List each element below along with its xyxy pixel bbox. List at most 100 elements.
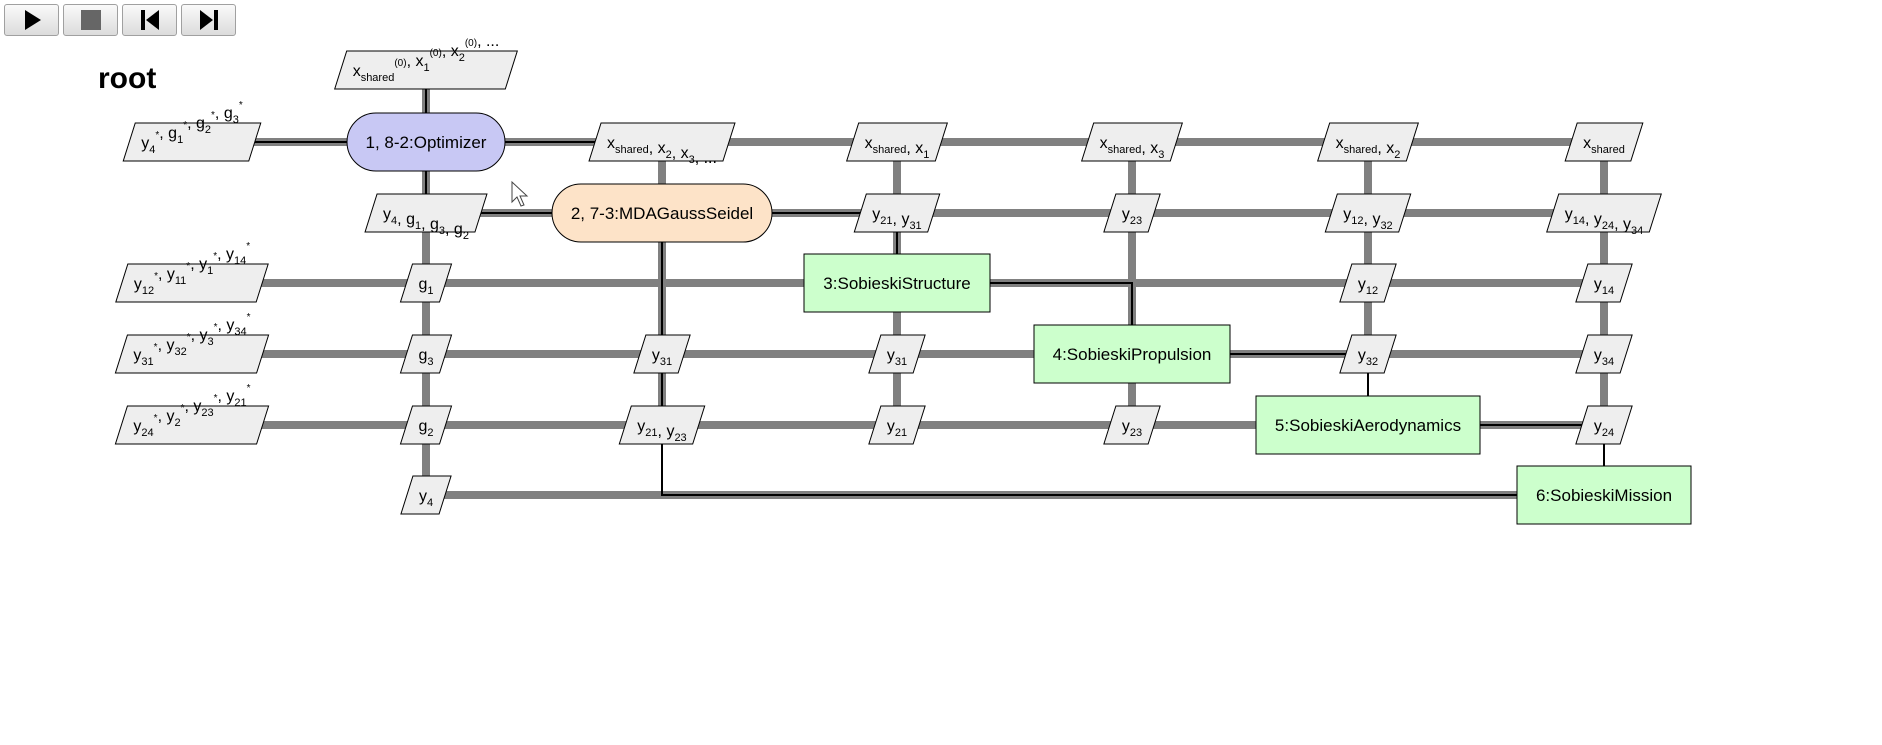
data-block-label: xshared, x2, x3, ... — [607, 135, 717, 167]
label-subscript: 12 — [1351, 215, 1363, 227]
component-propulsion[interactable]: 4:SobieskiPropulsion — [1033, 324, 1231, 384]
data-block-aer-str: y21 — [868, 405, 926, 445]
data-block-shape — [399, 334, 453, 374]
label-part: , x — [906, 140, 923, 157]
data-block-label: g3 — [418, 347, 433, 368]
label-subscript: shared — [615, 144, 649, 156]
data-block-label: y23 — [1122, 206, 1142, 227]
play-icon — [24, 10, 41, 30]
label-superscript: * — [154, 342, 158, 353]
component-mission-label: 6:SobieskiMission — [1536, 486, 1672, 505]
label-part: y — [141, 135, 149, 152]
step-forward-button[interactable] — [181, 4, 236, 36]
data-block-label: y4 — [419, 488, 433, 509]
data-block-label: y32 — [1358, 347, 1378, 368]
data-block-shape — [400, 475, 452, 515]
data-block-pro-opt: g3 — [399, 334, 453, 374]
label-subscript: 2 — [463, 230, 469, 242]
component-mission[interactable]: 6:SobieskiMission — [1516, 465, 1692, 525]
label-part: , x — [407, 53, 424, 70]
label-subscript: 34 — [234, 326, 246, 338]
label-part: y — [1343, 206, 1351, 223]
data-block-str-opt: g1 — [399, 263, 453, 303]
data-block-shape — [868, 334, 926, 374]
data-block-aer-mda: y21, y23 — [618, 405, 706, 445]
label-subscript: shared — [1591, 144, 1625, 156]
label-subscript: 3 — [689, 154, 695, 166]
component-mda-label: 2, 7-3:MDAGaussSeidel — [571, 204, 753, 223]
component-structure[interactable]: 3:SobieskiStructure — [803, 253, 991, 313]
label-superscript: * — [186, 261, 190, 272]
label-subscript: 34 — [1602, 356, 1614, 368]
data-block-shape — [1339, 334, 1397, 374]
label-subscript: 4 — [391, 215, 397, 227]
label-subscript: shared — [1344, 144, 1378, 156]
data-block-shape — [618, 405, 706, 445]
label-part: , x — [442, 43, 459, 60]
data-block-shape — [868, 405, 926, 445]
label-subscript: shared — [361, 72, 395, 84]
label-part: y — [1122, 206, 1130, 223]
label-subscript: 11 — [175, 275, 186, 287]
label-part: x — [1336, 135, 1344, 152]
play-button[interactable] — [4, 4, 59, 36]
label-subscript: 31 — [895, 356, 907, 368]
label-part: g — [418, 276, 427, 293]
data-block-label: y31*, y32*, y3*, y34* — [133, 312, 250, 368]
label-subscript: 31 — [141, 356, 153, 368]
component-optimizer[interactable]: 1, 8-2:Optimizer — [346, 112, 506, 172]
data-block-label: y12*, y11*, y1*, y14* — [134, 241, 250, 297]
component-aerodynamics[interactable]: 5:SobieskiAerodynamics — [1255, 395, 1481, 455]
data-block-label: y4, g1, g3, g2 — [383, 206, 469, 242]
data-block-label: y21 — [887, 418, 907, 439]
label-part: y — [652, 347, 660, 364]
label-subscript: 34 — [1631, 225, 1643, 237]
component-structure-label: 3:SobieskiStructure — [823, 274, 970, 293]
data-block-opt-mis: xshared — [1564, 122, 1644, 162]
data-block-label: y34 — [1594, 347, 1614, 368]
step-back-button[interactable] — [122, 4, 177, 36]
step-back-icon — [140, 10, 159, 30]
label-subscript: 2 — [1394, 149, 1400, 161]
data-block-pro-mda: y31 — [633, 334, 691, 374]
label-subscript: 2 — [427, 427, 433, 439]
label-superscript: * — [247, 383, 251, 394]
data-block-label: xshared, x3 — [1100, 135, 1165, 161]
label-part: , y — [1614, 216, 1631, 233]
label-subscript: 3 — [439, 225, 445, 237]
stop-icon — [80, 10, 101, 30]
label-part: y — [419, 488, 427, 505]
data-block-opt-aer: xshared, x2 — [1316, 122, 1420, 162]
data-block-shape — [1324, 193, 1412, 233]
label-subscript: 23 — [201, 407, 213, 419]
label-part: , y — [158, 266, 175, 283]
label-superscript: * — [154, 413, 158, 424]
label-part: , ... — [477, 33, 499, 50]
label-part: , g — [397, 211, 415, 228]
label-subscript: 14 — [1602, 285, 1614, 297]
label-part: y — [1358, 347, 1366, 364]
label-subscript: 1 — [415, 220, 421, 232]
label-superscript: * — [154, 271, 158, 282]
data-block-aer-pro: y23 — [1103, 405, 1161, 445]
label-subscript: 4 — [149, 144, 155, 156]
label-superscript: * — [239, 100, 243, 111]
label-subscript: 14 — [1573, 215, 1585, 227]
data-block-opt-str: xshared, x1 — [845, 122, 949, 162]
label-subscript: 24 — [141, 427, 153, 439]
label-superscript: (0) — [430, 48, 442, 59]
process-line-mission-mda — [661, 213, 1604, 496]
data-block-mda-pro: y23 — [1103, 193, 1161, 233]
component-mda[interactable]: 2, 7-3:MDAGaussSeidel — [551, 183, 773, 243]
stop-button[interactable] — [63, 4, 118, 36]
label-subscript: 3 — [1158, 149, 1164, 161]
label-subscript: 2 — [205, 124, 211, 136]
data-block-opt-pro: xshared, x3 — [1080, 122, 1184, 162]
data-block-shape — [115, 263, 269, 303]
data-block-shape — [845, 122, 949, 162]
data-block-label: y14, y24, y34 — [1565, 206, 1644, 237]
label-subscript: 31 — [909, 220, 921, 232]
component-mda-shape — [551, 183, 773, 243]
label-superscript: * — [246, 241, 250, 252]
label-part: , g — [215, 105, 233, 122]
